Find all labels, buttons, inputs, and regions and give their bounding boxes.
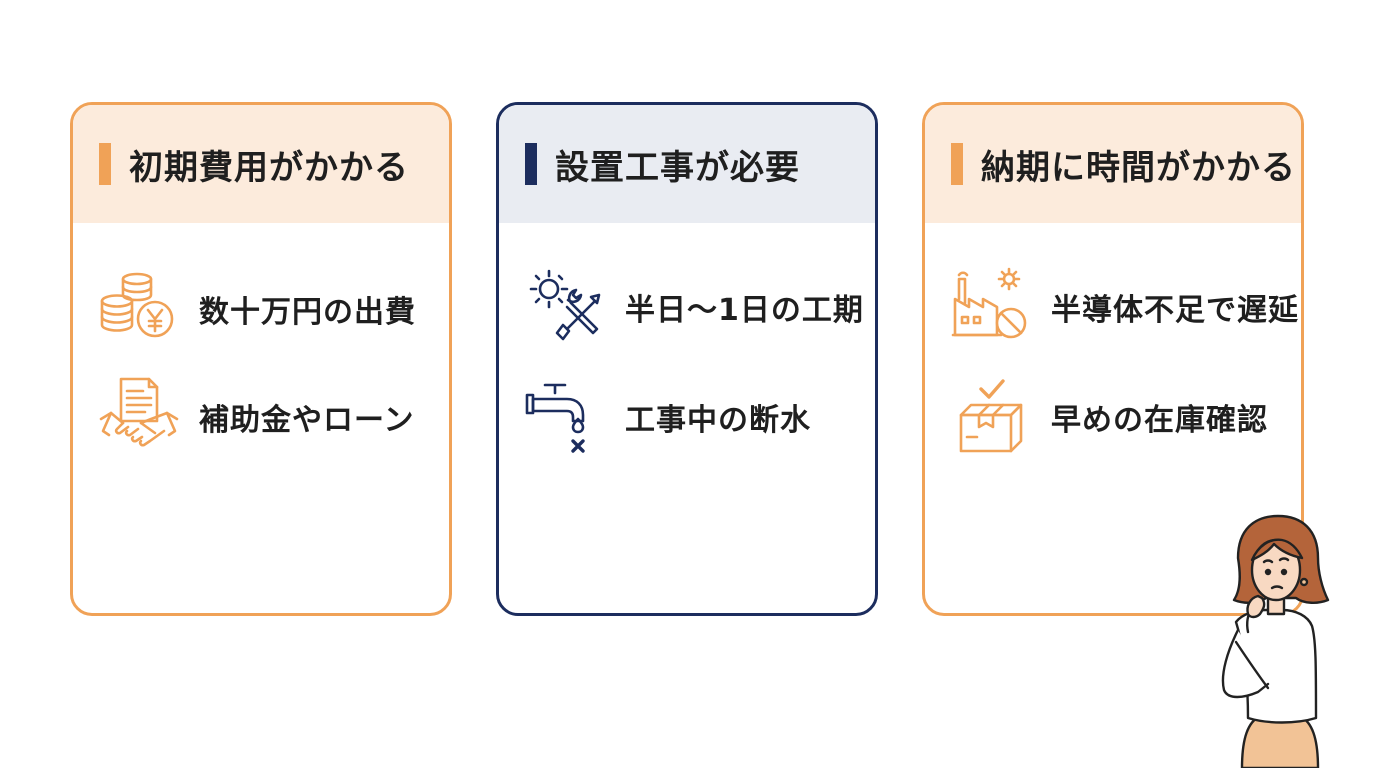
card-installation-work: 設置工事が必要 半日〜1日の工期 工事中の断水 — [496, 102, 878, 616]
item-text: 早めの在庫確認 — [1051, 403, 1268, 438]
card-title: 納期に時間がかかる — [981, 147, 1296, 188]
list-item: 工事中の断水 — [523, 375, 811, 459]
list-item: 早めの在庫確認 — [949, 375, 1268, 459]
faucet-off-icon — [525, 383, 585, 453]
card-title: 設置工事が必要 — [555, 147, 800, 188]
card-header: 初期費用がかかる — [73, 105, 449, 223]
card-delivery-time: 納期に時間がかかる 半導体不足で遅延 早めの在庫確認 — [922, 102, 1304, 616]
item-text: 半導体不足で遅延 — [1051, 293, 1299, 328]
sun-tools-icon — [529, 269, 601, 341]
item-text: 数十万円の出費 — [199, 295, 416, 330]
card-initial-cost: 初期費用がかかる 数十万円の出費 — [70, 102, 452, 616]
handshake-document-icon — [99, 377, 179, 447]
card-header: 納期に時間がかかる — [925, 105, 1301, 223]
box-check-icon — [959, 379, 1023, 453]
item-text: 工事中の断水 — [625, 403, 811, 438]
list-item: 半導体不足で遅延 — [949, 265, 1299, 349]
card-title: 初期費用がかかる — [129, 147, 409, 188]
list-item: 補助金やローン — [97, 375, 415, 459]
list-item: 数十万円の出費 — [97, 267, 416, 351]
item-text: 半日〜1日の工期 — [625, 293, 864, 328]
accent-bar — [525, 143, 537, 185]
factory-gear-icon — [951, 267, 1027, 339]
item-text: 補助金やローン — [199, 403, 415, 438]
card-header: 設置工事が必要 — [499, 105, 875, 223]
list-item: 半日〜1日の工期 — [523, 265, 864, 349]
accent-bar — [99, 143, 111, 185]
accent-bar — [951, 143, 963, 185]
coins-yen-icon — [100, 272, 174, 338]
thinking-woman-illustration — [1221, 514, 1330, 768]
